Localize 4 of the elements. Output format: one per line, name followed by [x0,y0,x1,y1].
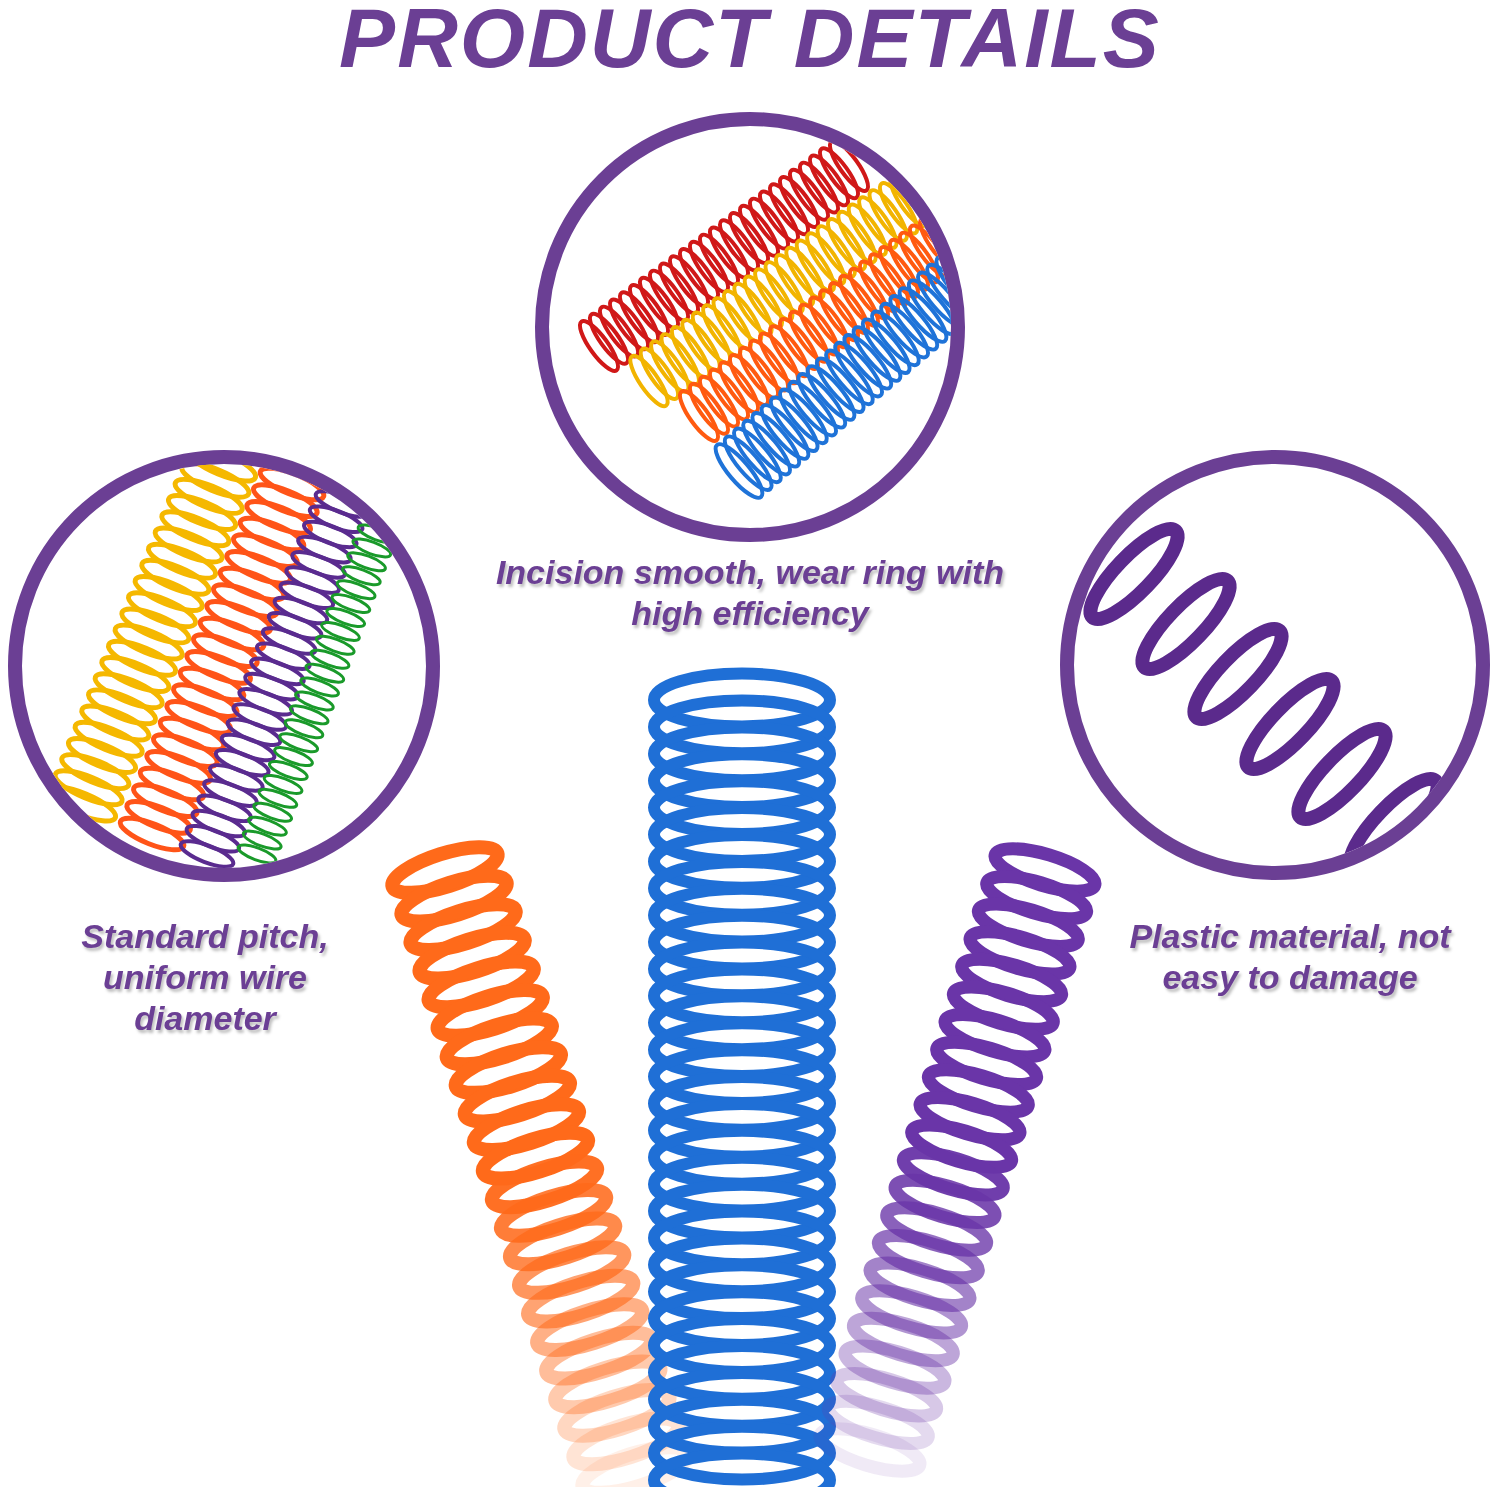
feature-caption: Standard pitch, uniform wire diameter [80,916,330,1039]
page-title: PRODUCT DETAILS [339,0,1161,87]
feature-caption: Plastic material, not easy to damage [1128,916,1453,998]
feature-caption: Incision smooth, wear ring with high efficiency [494,552,1006,634]
